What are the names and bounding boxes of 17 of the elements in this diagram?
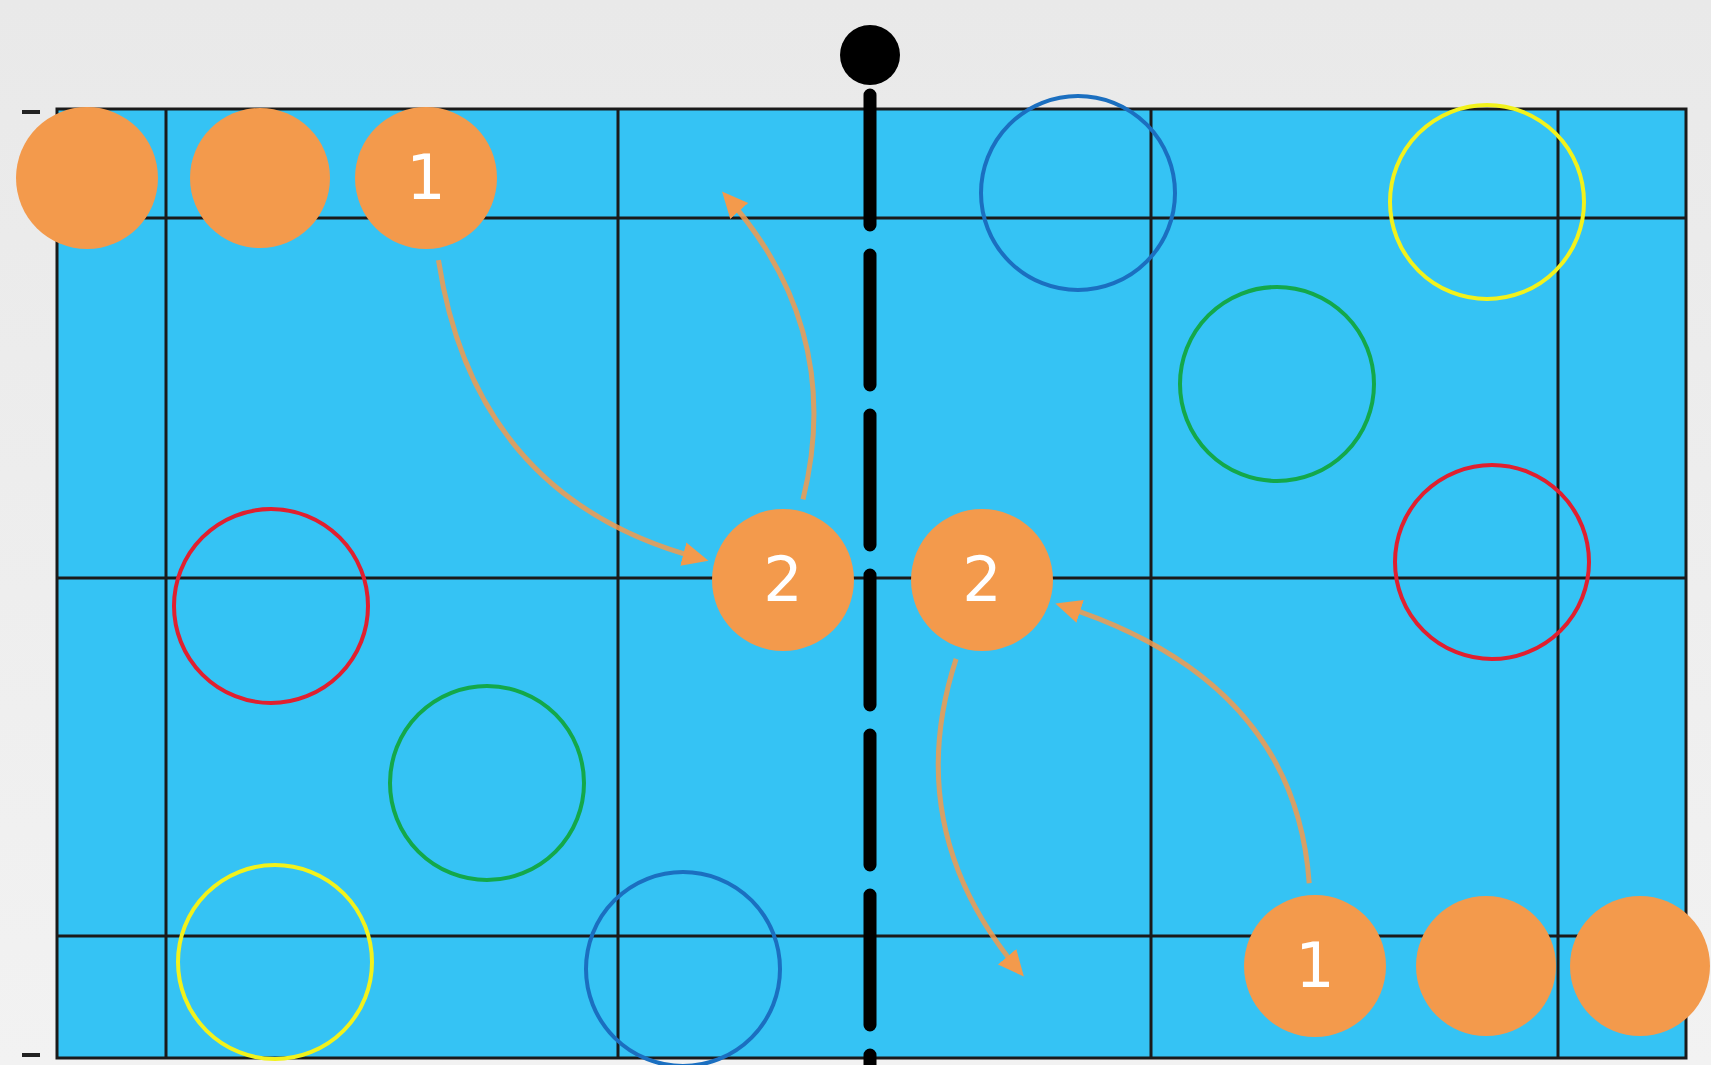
position-circle	[1388, 103, 1586, 301]
player-number: 1	[406, 147, 446, 209]
position-circle	[979, 94, 1177, 292]
position-circle	[388, 684, 586, 882]
position-circle	[1393, 463, 1591, 661]
player-number: 2	[763, 549, 803, 611]
position-circle	[584, 870, 782, 1065]
arrow	[935, 658, 1024, 977]
position-circle	[1178, 285, 1376, 483]
player-number: 1	[1295, 935, 1335, 997]
arrow	[436, 259, 709, 565]
arrow	[1055, 600, 1312, 884]
position-circle	[172, 507, 370, 705]
net-post	[840, 25, 900, 85]
arrow	[722, 191, 817, 500]
position-circle	[176, 863, 374, 1061]
player-number: 2	[962, 549, 1002, 611]
